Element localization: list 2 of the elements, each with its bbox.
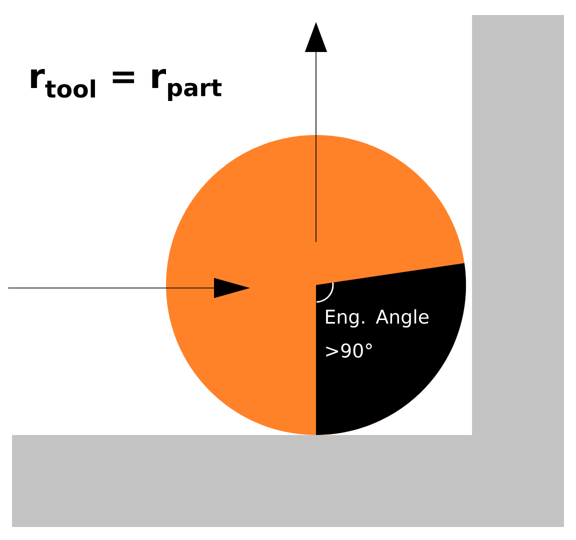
engagement-sector: Eng. Angle >90°: [316, 263, 466, 435]
formula-title: r$_{tool}$ = r$_{part}$: [31, 69, 222, 102]
